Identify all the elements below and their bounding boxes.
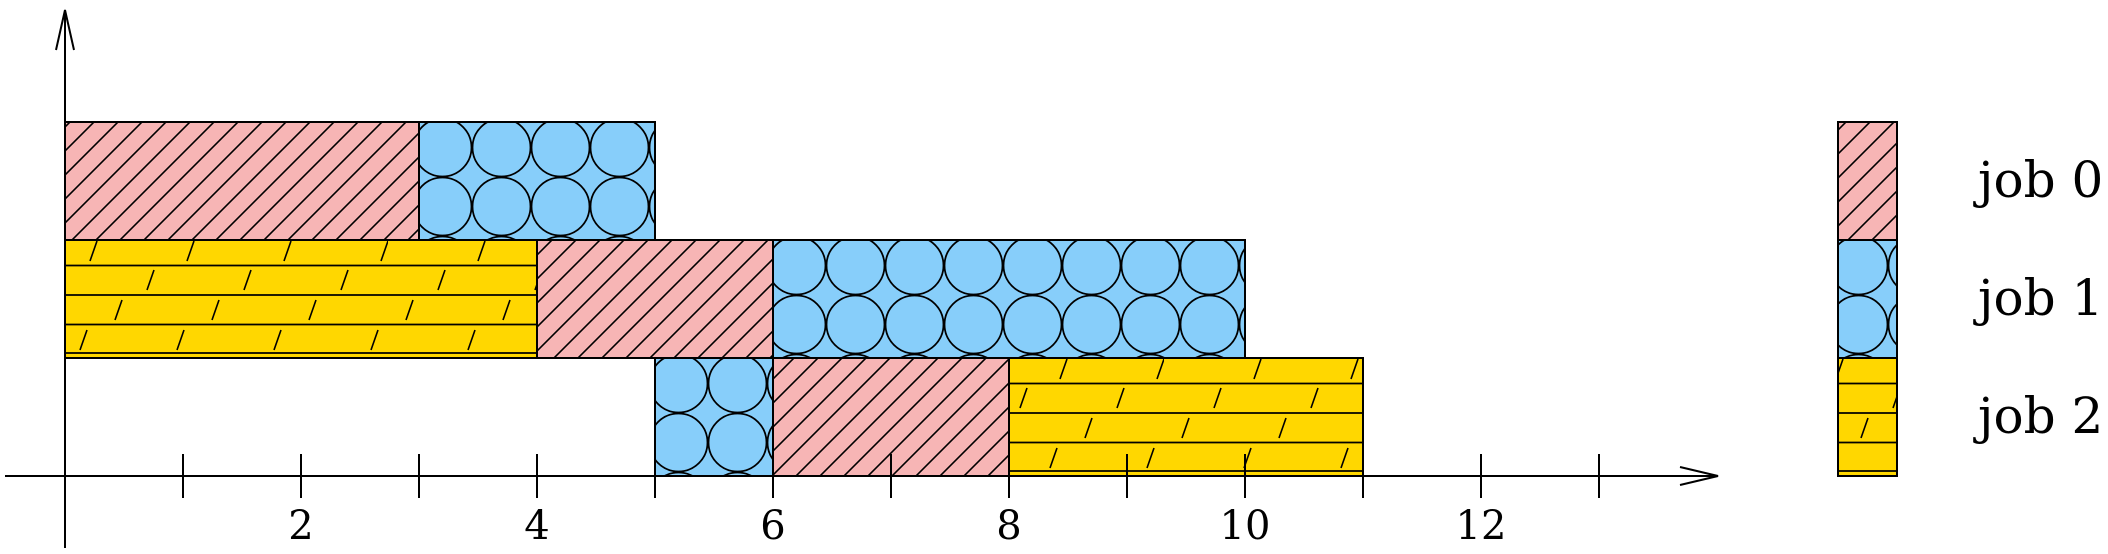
- task-pattern: [65, 122, 419, 240]
- axes: 2 4 6 8 10 12: [5, 9, 1719, 549]
- task-pattern: [1009, 358, 1363, 476]
- legend-swatch-pattern: [1838, 240, 1897, 358]
- legend-label: job 0: [1973, 151, 2103, 209]
- task-bar-job-1: [772, 239, 1246, 359]
- x-tick-label: 4: [524, 503, 549, 549]
- legend-item-job-2: job 2: [1837, 357, 2103, 477]
- legend-label: job 1: [1973, 269, 2103, 327]
- legend-swatch-outline: [1837, 357, 1898, 477]
- task-bar-job-0: [772, 357, 1010, 477]
- x-tick-label: 2: [288, 503, 313, 549]
- task-bars: [64, 121, 1364, 477]
- task-pattern: [65, 240, 537, 358]
- task-bar-job-0: [64, 121, 420, 241]
- y-axis-arrowhead: [55, 9, 75, 51]
- x-tick-label: 6: [760, 503, 785, 549]
- task-pattern: [773, 240, 1245, 358]
- legend-item-job-1: job 1: [1837, 239, 2103, 359]
- legend-label: job 2: [1973, 387, 2103, 445]
- task-bar-job-2: [1008, 357, 1364, 477]
- legend-swatch-pattern: [1838, 358, 1897, 476]
- x-tick-label: 10: [1220, 503, 1271, 549]
- legend: job 0 job 1 job 2: [1837, 121, 2103, 477]
- legend-swatch-pattern: [1838, 122, 1897, 240]
- task-pattern: [419, 122, 655, 240]
- task-bar-job-1: [654, 357, 774, 477]
- task-pattern: [537, 240, 773, 358]
- legend-item-job-0: job 0: [1837, 121, 2103, 241]
- x-tick-label: 12: [1456, 503, 1507, 549]
- task-bar-job-1: [418, 121, 656, 241]
- x-tick-label: 8: [996, 503, 1021, 549]
- task-pattern: [655, 358, 773, 476]
- x-axis-arrowhead: [1679, 466, 1719, 486]
- task-bar-job-0: [536, 239, 774, 359]
- task-bar-job-2: [64, 239, 538, 359]
